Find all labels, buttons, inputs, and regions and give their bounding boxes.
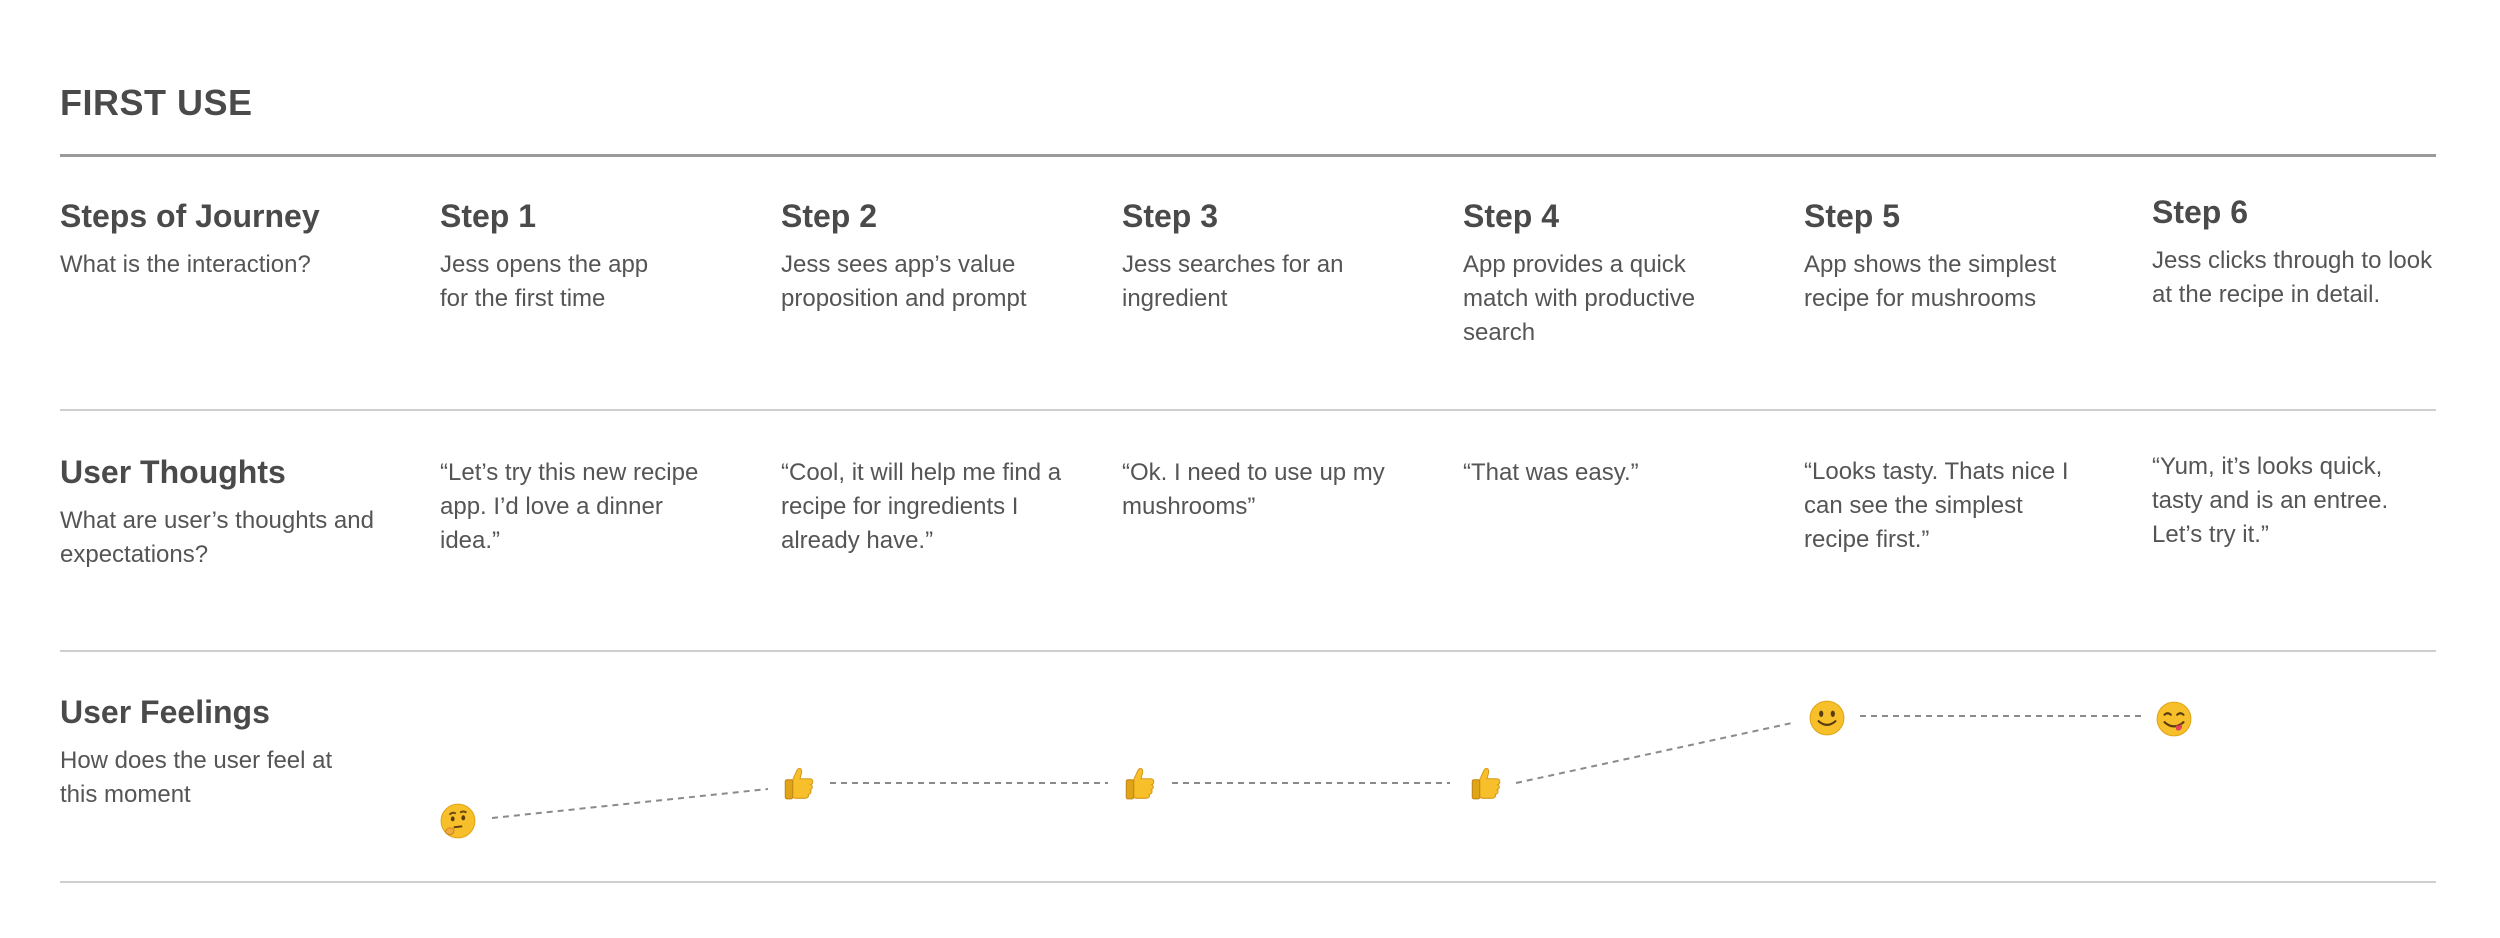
title-divider bbox=[60, 154, 2436, 157]
step-1-title: Step 1 bbox=[440, 198, 537, 234]
step-5: Step 5 App shows the simplest recipe for… bbox=[1804, 196, 2104, 316]
step-6: Step 6 Jess clicks through to look at th… bbox=[2152, 192, 2442, 312]
steps-heading: Steps of Journey bbox=[60, 198, 320, 234]
step-4-description: App provides a quick match with producti… bbox=[1463, 251, 1696, 346]
step-3: Step 3 Jess searches for an ingredient bbox=[1122, 196, 1422, 316]
step-6-title: Step 6 bbox=[2152, 194, 2249, 230]
feelings-row-heading: User Feelings How does the user feel at … bbox=[60, 692, 400, 812]
thinking-face-icon bbox=[440, 803, 476, 839]
thumbs-up-icon bbox=[784, 767, 814, 800]
steps-divider bbox=[60, 409, 2436, 411]
step-3-thought: “Ok. I need to use up my mushrooms” bbox=[1122, 459, 1385, 520]
step-4: Step 4 App provides a quick match with p… bbox=[1463, 196, 1763, 350]
feelings-subheading: How does the user feel at this moment bbox=[60, 747, 333, 808]
step-1-thought: “Let’s try this new recipe app. I’d love… bbox=[440, 459, 699, 554]
step-5-description: App shows the simplest recipe for mushro… bbox=[1804, 251, 2057, 312]
step-2-thought: “Cool, it will help me find a recipe for… bbox=[781, 459, 1062, 554]
step-6-thought: “Yum, it’s looks quick, tasty and is an … bbox=[2152, 453, 2389, 548]
page-title: FIRST USE bbox=[60, 82, 253, 123]
thoughts-heading: User Thoughts bbox=[60, 454, 286, 490]
step-1: Step 1 Jess opens the app for the first … bbox=[440, 196, 740, 316]
step-4-thought: “That was easy.” bbox=[1463, 459, 1639, 486]
yum-face-icon bbox=[2156, 701, 2192, 737]
step-6-description: Jess clicks through to look at the recip… bbox=[2152, 247, 2433, 308]
step-3-title: Step 3 bbox=[1122, 198, 1219, 234]
feelings-heading: User Feelings bbox=[60, 694, 270, 730]
step-5-thought: “Looks tasty. Thats nice I can see the s… bbox=[1804, 458, 2069, 553]
smiling-face-icon bbox=[1809, 700, 1845, 736]
thumbs-up-icon bbox=[1125, 767, 1155, 800]
thoughts-row-heading: User Thoughts What are user’s thoughts a… bbox=[60, 452, 400, 572]
step-2-description: Jess sees app’s value proposition and pr… bbox=[781, 251, 1027, 312]
step-4-title: Step 4 bbox=[1463, 198, 1560, 234]
feelings-divider bbox=[60, 881, 2436, 883]
connector-1-2 bbox=[491, 788, 769, 819]
step-2: Step 2 Jess sees app’s value proposition… bbox=[781, 196, 1081, 316]
steps-row-heading: Steps of Journey What is the interaction… bbox=[60, 196, 400, 282]
thoughts-subheading: What are user’s thoughts and expectation… bbox=[60, 507, 374, 568]
step-3-description: Jess searches for an ingredient bbox=[1122, 251, 1344, 312]
connector-4-5 bbox=[1515, 722, 1793, 784]
thoughts-divider bbox=[60, 650, 2436, 652]
thumbs-up-icon bbox=[1471, 767, 1501, 800]
steps-subheading: What is the interaction? bbox=[60, 251, 311, 278]
step-5-title: Step 5 bbox=[1804, 198, 1901, 234]
step-2-title: Step 2 bbox=[781, 198, 878, 234]
step-1-description: Jess opens the app for the first time bbox=[440, 251, 649, 312]
